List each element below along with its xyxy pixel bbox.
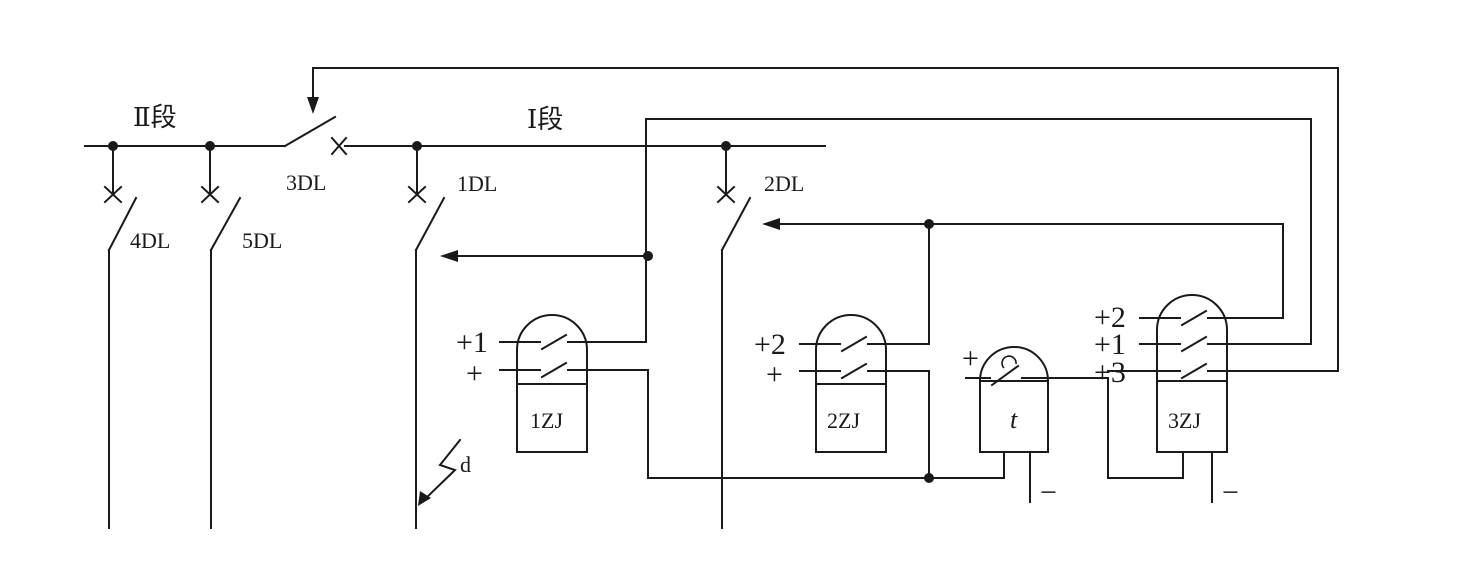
relay-3zj-contact-b-label: +1 — [1094, 328, 1126, 361]
feeder-1dl — [407, 141, 446, 529]
minus-timer-label: − — [1040, 476, 1057, 509]
relay-3zj — [1139, 294, 1229, 453]
relay-3zj-contact-c-label: +3 — [1094, 356, 1126, 389]
relay-1zj-contact-top-label: +1 — [456, 326, 488, 359]
section-2-label: Ⅱ段 — [133, 103, 177, 132]
feeder-2dl — [716, 141, 752, 529]
breaker-2dl-label: 2DL — [764, 171, 804, 196]
relay-1zj — [499, 314, 649, 453]
breaker-5dl-label: 5DL — [242, 228, 282, 253]
fault-label: d — [460, 452, 471, 477]
trip-arrow-1dl — [440, 250, 653, 262]
relay-2zj-contact-top-label: +2 — [754, 328, 786, 361]
coil-wiring — [647, 369, 1213, 503]
relay-1zj-label: 1ZJ — [530, 408, 563, 433]
wire-3zj-contact2 — [1211, 223, 1284, 319]
breaker-4dl-label: 4DL — [130, 228, 170, 253]
feeder-5dl — [200, 141, 242, 529]
relay-2zj — [799, 314, 930, 453]
relay-timer — [965, 346, 1109, 453]
wire-3zj-contact1 — [589, 118, 1312, 345]
fault-arrow-icon — [418, 438, 462, 506]
relay-1zj-contact-bottom-label: + — [466, 357, 483, 390]
breaker-3dl — [283, 115, 348, 156]
breaker-1dl-label: 1DL — [457, 171, 497, 196]
trip-arrow-3dl — [307, 67, 1339, 372]
section-1-label: Ⅰ段 — [527, 105, 563, 134]
relay-3zj-contact-a-label: +2 — [1094, 301, 1126, 334]
relay-2zj-label: 2ZJ — [827, 408, 860, 433]
relay-timer-label: t — [1010, 405, 1018, 434]
feeder-4dl — [103, 141, 138, 529]
relay-timer-plus-label: + — [962, 342, 979, 375]
relay-3zj-label: 3ZJ — [1168, 408, 1201, 433]
relay-2zj-contact-bottom-label: + — [766, 358, 783, 391]
breaker-3dl-label: 3DL — [286, 170, 326, 195]
minus-3zj-label: − — [1222, 476, 1239, 509]
trip-arrow-2dl — [762, 218, 1284, 230]
